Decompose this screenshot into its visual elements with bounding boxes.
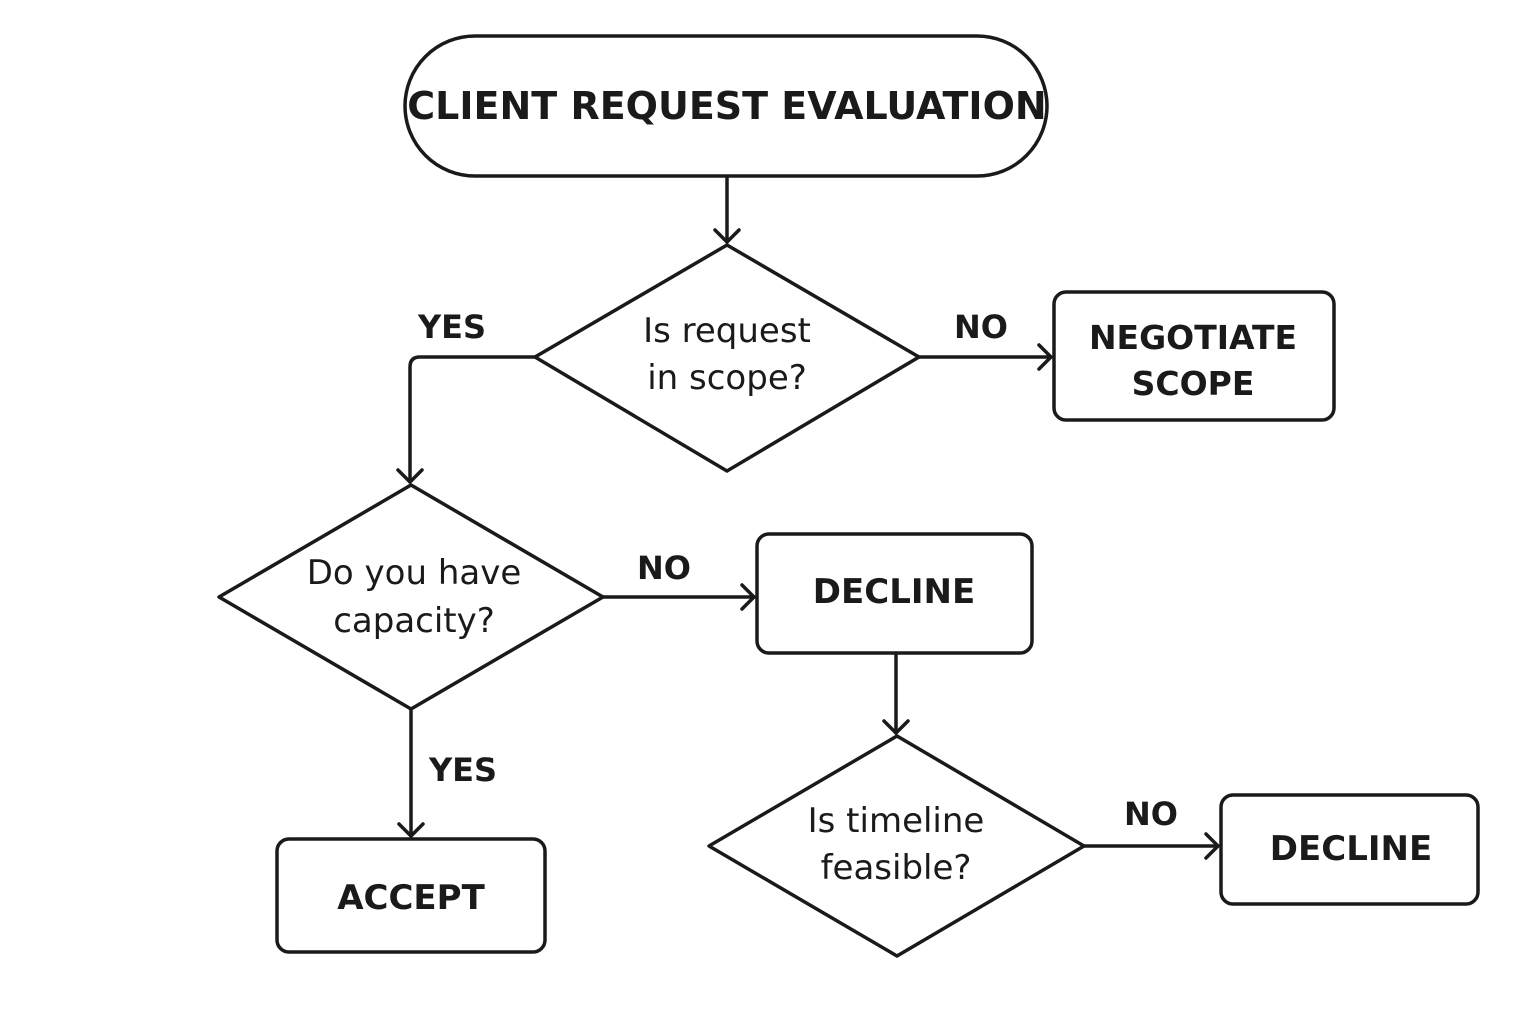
decline-timeline-label: DECLINE: [1270, 829, 1432, 869]
negotiate-label-line1: NEGOTIATE: [1089, 318, 1297, 357]
capacity-no-label: NO: [637, 549, 691, 587]
arrowhead-scope-yes: [396, 468, 424, 484]
arrowhead-capacity-no: [740, 583, 756, 611]
accept-label: ACCEPT: [337, 878, 485, 918]
timeline-question-line1: Is timeline: [808, 801, 985, 841]
scope-decision-diamond: [533, 243, 921, 473]
start-label: CLIENT REQUEST EVALUATION: [407, 84, 1046, 128]
timeline-decision-diamond: [707, 734, 1086, 958]
timeline-no-label: NO: [1124, 795, 1178, 833]
arrowhead-capacity-yes: [397, 822, 425, 838]
arrowhead-timeline-no: [1204, 832, 1220, 860]
arrowhead-decline-to-timeline: [882, 719, 910, 735]
scope-question-line1: Is request: [643, 311, 811, 351]
decline-capacity-label: DECLINE: [813, 572, 975, 612]
capacity-yes-label: YES: [428, 751, 497, 789]
arrowhead-start-to-scope: [713, 228, 741, 244]
scope-no-label: NO: [954, 308, 1008, 346]
negotiate-label-line2: SCOPE: [1132, 364, 1255, 403]
timeline-question-line2: feasible?: [821, 848, 972, 888]
decline-timeline-box: [1219, 793, 1480, 906]
negotiate-scope-box: [1052, 290, 1336, 422]
accept-box: [275, 837, 547, 954]
capacity-question-line1: Do you have: [307, 553, 522, 593]
scope-question-line2: in scope?: [647, 358, 807, 398]
scope-yes-label: YES: [417, 308, 486, 346]
capacity-decision-diamond: [217, 483, 605, 711]
capacity-question-line2: capacity?: [333, 601, 495, 641]
edge-scope-yes: [408, 355, 537, 484]
arrowhead-scope-no: [1037, 343, 1053, 371]
start-terminal: [403, 34, 1049, 178]
